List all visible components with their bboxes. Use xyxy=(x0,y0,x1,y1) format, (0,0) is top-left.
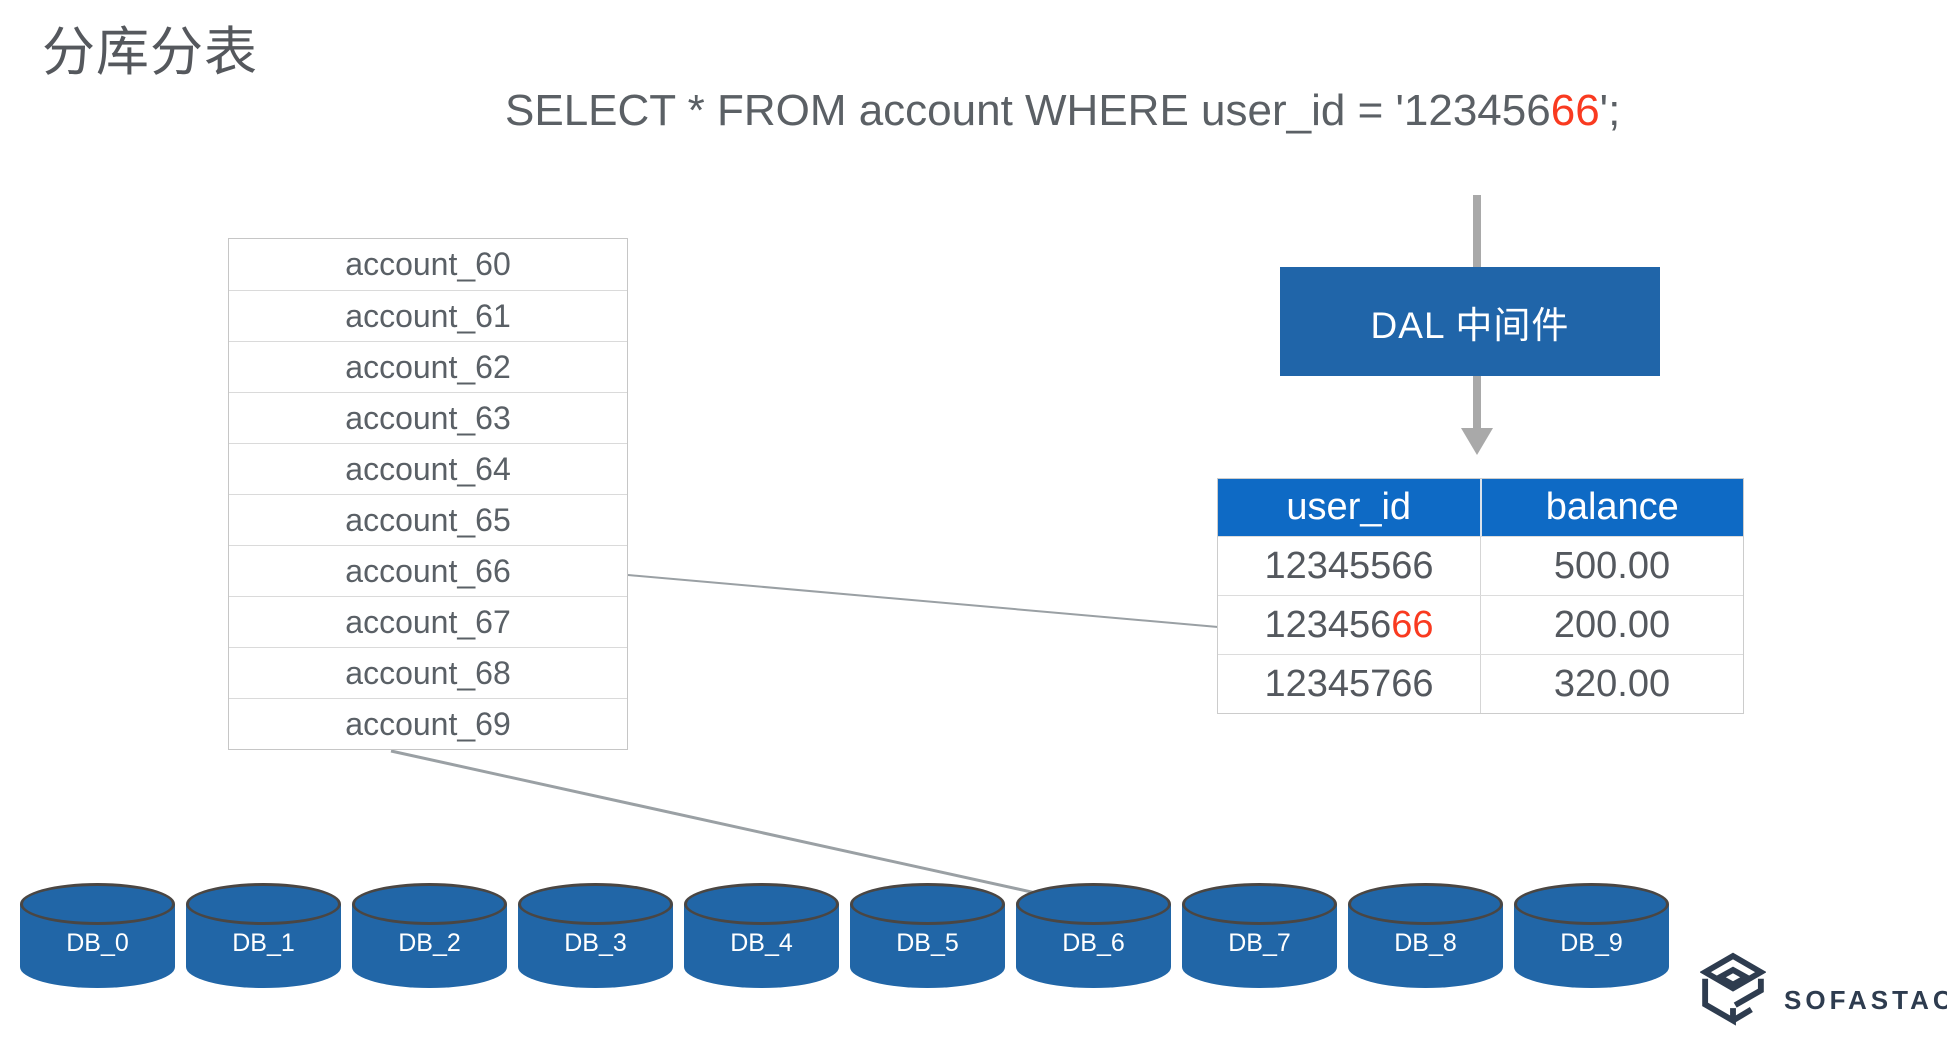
database-label: DB_9 xyxy=(1560,929,1623,957)
database-cylinder-db0: DB_0 xyxy=(20,883,175,1009)
result-table-header: user_id balance xyxy=(1218,479,1743,536)
database-cylinder-db4: DB_4 xyxy=(684,883,839,1009)
account-table-item: account_67 xyxy=(229,596,627,647)
result-balance: 500.00 xyxy=(1480,537,1743,595)
user-id-text: 12345766 xyxy=(1264,662,1434,705)
sql-prefix: SELECT * FROM account WHERE user_id = '1… xyxy=(505,86,1551,135)
sofastack-logo-text: SOFASTACK xyxy=(1784,984,1947,1015)
arrow-down-icon xyxy=(1461,428,1493,455)
account-table-item: account_64 xyxy=(229,443,627,494)
user-id-highlight: 66 xyxy=(1391,603,1434,646)
database-cylinder-db5: DB_5 xyxy=(850,883,1005,1009)
database-cylinder-db9: DB_9 xyxy=(1514,883,1669,1009)
account-table-list: account_60 account_61 account_62 account… xyxy=(228,238,628,750)
sofastack-logo-icon xyxy=(1700,952,1766,1026)
account-table-item: account_66 xyxy=(229,545,627,596)
sofastack-logo: SOFASTACK xyxy=(1700,952,1947,1026)
result-row: 12345766 320.00 xyxy=(1218,654,1743,713)
sql-highlight: 66 xyxy=(1550,86,1600,135)
account-table-item: account_68 xyxy=(229,647,627,698)
dal-middleware-box: DAL 中间件 xyxy=(1280,267,1660,376)
database-label: DB_3 xyxy=(564,929,627,957)
database-label: DB_1 xyxy=(232,929,295,957)
account-table-item: account_62 xyxy=(229,341,627,392)
result-column-balance: balance xyxy=(1479,479,1744,536)
cylinder-top xyxy=(1182,883,1337,925)
database-cylinder-db1: DB_1 xyxy=(186,883,341,1009)
account-table-item: account_69 xyxy=(229,698,627,749)
database-cylinder-db8: DB_8 xyxy=(1348,883,1503,1009)
account-table-item: account_65 xyxy=(229,494,627,545)
dal-middleware-label: DAL 中间件 xyxy=(1370,304,1570,346)
cylinder-top xyxy=(1348,883,1503,925)
result-column-user-id: user_id xyxy=(1286,486,1412,528)
result-row: 12345566 500.00 xyxy=(1218,536,1743,595)
arrow-dal-to-result-line xyxy=(1473,376,1481,429)
database-label: DB_7 xyxy=(1228,929,1291,957)
database-cylinder-db6: DB_6 xyxy=(1016,883,1171,1009)
cylinder-top xyxy=(684,883,839,925)
sql-suffix: '; xyxy=(1599,86,1621,135)
page-title: 分库分表 xyxy=(42,23,258,82)
arrow-sql-to-dal xyxy=(1473,195,1481,267)
connector-table-to-db6 xyxy=(390,749,1087,906)
cylinder-top xyxy=(1016,883,1171,925)
cylinder-top xyxy=(518,883,673,925)
database-label: DB_5 xyxy=(896,929,959,957)
database-cylinder-db7: DB_7 xyxy=(1182,883,1337,1009)
database-label: DB_2 xyxy=(398,929,461,957)
database-label: DB_6 xyxy=(1062,929,1125,957)
database-label: DB_0 xyxy=(66,929,129,957)
connector-account66-to-result xyxy=(627,574,1219,628)
database-cylinder-db2: DB_2 xyxy=(352,883,507,1009)
account-table-item: account_61 xyxy=(229,290,627,341)
database-label: DB_4 xyxy=(730,929,793,957)
account-table-item: account_63 xyxy=(229,392,627,443)
user-id-text: 123456 xyxy=(1264,603,1392,646)
cylinder-top xyxy=(20,883,175,925)
sql-query: SELECT * FROM account WHERE user_id = '1… xyxy=(505,86,1620,136)
account-table-item: account_60 xyxy=(345,246,511,282)
result-user-id: 12345766 xyxy=(1218,655,1480,713)
user-id-text: 12345566 xyxy=(1264,544,1434,587)
cylinder-top xyxy=(850,883,1005,925)
database-label: DB_8 xyxy=(1394,929,1457,957)
database-cylinder-db3: DB_3 xyxy=(518,883,673,1009)
result-balance: 200.00 xyxy=(1480,596,1743,654)
cylinder-top xyxy=(1514,883,1669,925)
result-balance: 320.00 xyxy=(1480,655,1743,713)
cylinder-top xyxy=(186,883,341,925)
result-user-id: 12345566 xyxy=(1218,537,1480,595)
cylinder-top xyxy=(352,883,507,925)
